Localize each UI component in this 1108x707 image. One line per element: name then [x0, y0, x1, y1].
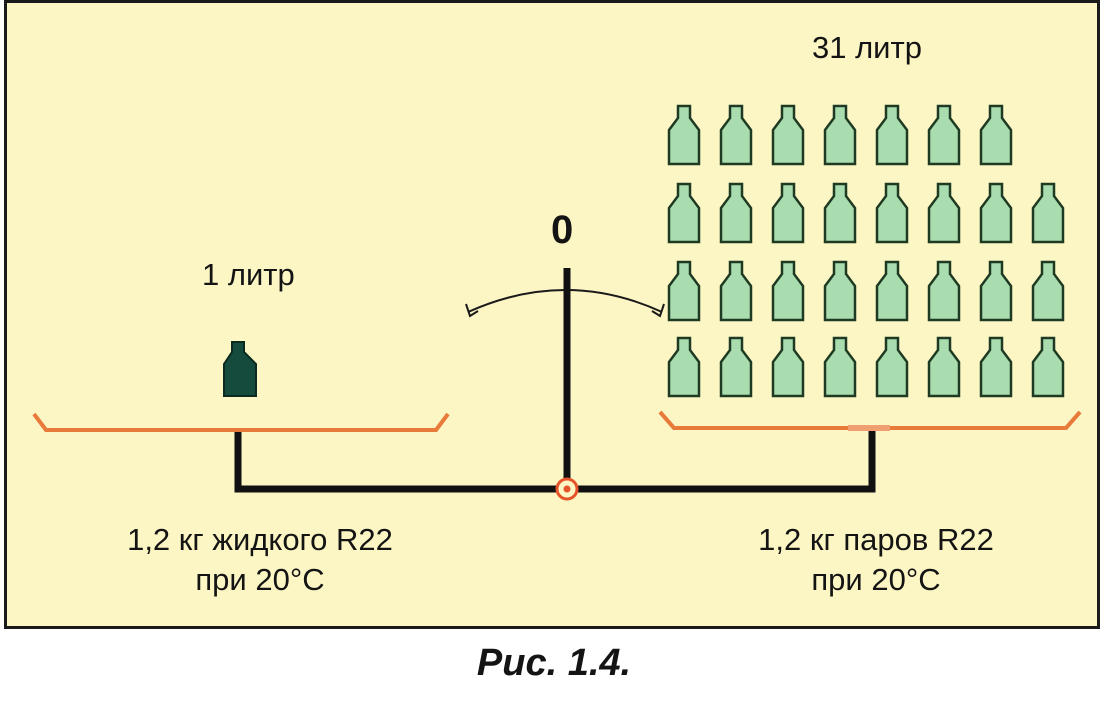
vapor-bottle — [979, 104, 1013, 166]
vapor-bottle — [719, 260, 753, 322]
dial-arc-left-tip — [465, 303, 479, 318]
figure-caption: Рис. 1.4. — [476, 642, 632, 684]
vapor-bottle — [823, 182, 857, 244]
vapor-bottle — [1031, 182, 1065, 244]
vapor-bottle — [979, 336, 1013, 398]
vapor-bottle — [927, 104, 961, 166]
vapor-bottle — [667, 336, 701, 398]
vapor-bottle — [667, 260, 701, 322]
vapor-bottle — [719, 104, 753, 166]
liquid-caption: 1,2 кг жидкого R22 при 20°С — [60, 520, 460, 600]
vapor-bottle — [771, 104, 805, 166]
dial-arc-right-tip — [651, 303, 665, 318]
vapor-bottle — [667, 182, 701, 244]
vapor-bottle — [927, 260, 961, 322]
vapor-bottle — [979, 182, 1013, 244]
vapor-bottle — [667, 104, 701, 166]
vapor-bottle — [823, 336, 857, 398]
vapor-bottle — [875, 336, 909, 398]
liquid-caption-line1: 1,2 кг жидкого R22 — [127, 522, 393, 557]
vapor-caption: 1,2 кг паров R22 при 20°С — [676, 520, 1076, 600]
diagram-frame — [4, 0, 1100, 629]
vapor-bottle — [823, 260, 857, 322]
vapor-caption-line1: 1,2 кг паров R22 — [758, 522, 994, 557]
vapor-bottle — [875, 104, 909, 166]
vapor-bottle — [719, 182, 753, 244]
pivot-center — [563, 485, 571, 493]
scale-beam — [234, 428, 876, 493]
vapor-bottle — [771, 182, 805, 244]
vapor-bottle — [823, 104, 857, 166]
liquid-caption-line2: при 20°С — [195, 562, 325, 597]
vapor-bottle — [875, 260, 909, 322]
vapor-bottle — [1031, 260, 1065, 322]
vapor-bottle — [771, 260, 805, 322]
vapor-bottle — [927, 182, 961, 244]
vapor-bottles — [667, 104, 1065, 398]
vapor-bottle — [771, 336, 805, 398]
vapor-volume-label: 31 литр — [812, 30, 922, 65]
vapor-bottle — [719, 336, 753, 398]
vapor-bottle — [875, 182, 909, 244]
vapor-bottle — [927, 336, 961, 398]
zero-mark: 0 — [551, 208, 574, 252]
vapor-bottle — [1031, 336, 1065, 398]
left-pan — [32, 412, 450, 432]
vapor-caption-line2: при 20°С — [811, 562, 941, 597]
vapor-bottle — [979, 260, 1013, 322]
liquid-volume-label: 1 литр — [202, 257, 295, 292]
liquid-bottle — [223, 341, 257, 397]
